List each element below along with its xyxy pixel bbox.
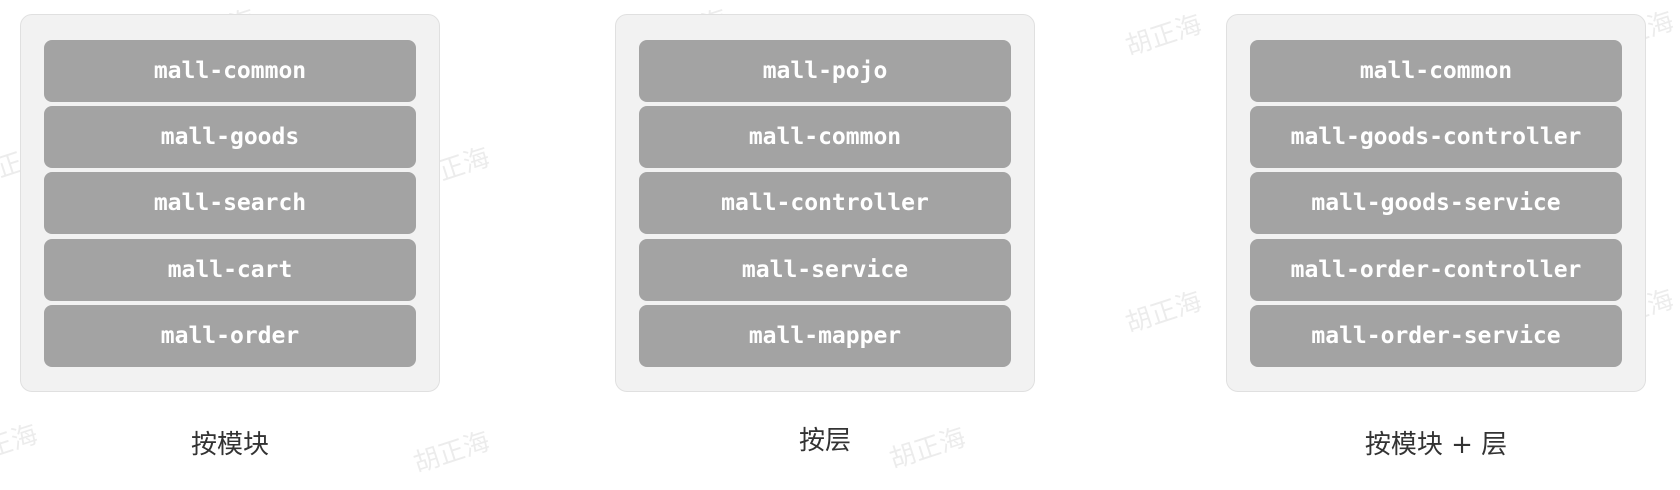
- module-box: mall-goods: [44, 106, 416, 168]
- module-box: mall-order-controller: [1250, 239, 1622, 301]
- panel-caption: 按层: [798, 426, 851, 456]
- panel-caption: 按模块 + 层: [1364, 430, 1508, 460]
- module-box: mall-goods-controller: [1250, 106, 1622, 168]
- module-box: mall-controller: [639, 172, 1011, 234]
- panel-by-module-and-layer: mall-common mall-goods-controller mall-g…: [1226, 14, 1646, 392]
- watermark-text: 胡正海: [1122, 286, 1206, 340]
- panel-caption: 按模块: [190, 430, 269, 460]
- module-box: mall-service: [639, 239, 1011, 301]
- panel-by-layer: mall-pojo mall-common mall-controller ma…: [615, 14, 1035, 392]
- module-box: mall-common: [44, 40, 416, 102]
- panel-by-module: mall-common mall-goods mall-search mall-…: [20, 14, 440, 392]
- module-box: mall-order-service: [1250, 305, 1622, 367]
- module-box: mall-order: [44, 305, 416, 367]
- module-box: mall-pojo: [639, 40, 1011, 102]
- module-box: mall-cart: [44, 239, 416, 301]
- watermark-text: 胡正海: [1122, 9, 1206, 63]
- module-box: mall-goods-service: [1250, 172, 1622, 234]
- module-box: mall-common: [639, 106, 1011, 168]
- module-box: mall-mapper: [639, 305, 1011, 367]
- module-box: mall-search: [44, 172, 416, 234]
- module-box: mall-common: [1250, 40, 1622, 102]
